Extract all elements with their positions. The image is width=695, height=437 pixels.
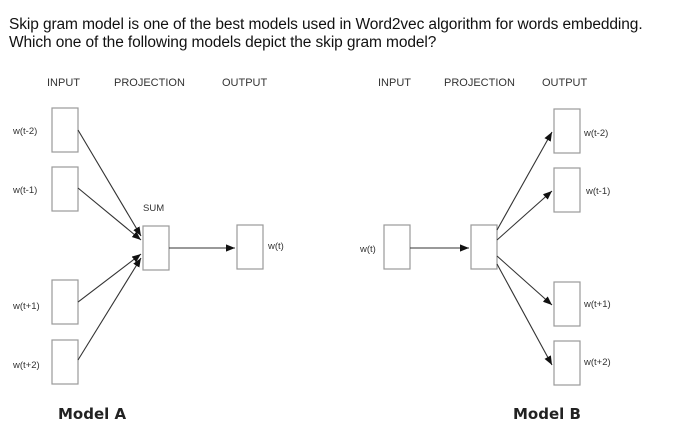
model-a-edge-arrow [77, 253, 142, 303]
model-b-output-label: w(t-1) [585, 186, 610, 197]
model-b-header-input: INPUT [378, 77, 411, 89]
model-b-header-projection: PROJECTION [444, 77, 515, 89]
model-a: INPUT PROJECTION OUTPUT w(t-2) w(t-1) w(… [12, 77, 284, 423]
question-line-2: Which one of the following models depict… [9, 34, 437, 51]
model-a-output-box [236, 224, 264, 270]
model-a-input-box-t-1 [51, 166, 79, 212]
model-b-output-label: w(t-2) [583, 128, 608, 139]
model-b-input-box [383, 224, 411, 270]
model-b-projection-box [470, 224, 498, 270]
question-line-1: Skip gram model is one of the best model… [9, 16, 643, 33]
model-b: INPUT PROJECTION OUTPUT w(t) w(t-2) w(t-… [359, 77, 611, 423]
model-a-input-label: w(t+1) [12, 301, 40, 312]
model-a-input-box-t+2 [51, 339, 79, 385]
model-a-sum-label: SUM [143, 203, 164, 214]
model-b-input-label: w(t) [359, 244, 376, 255]
model-b-edge-arrow [496, 263, 553, 366]
model-b-output-label: w(t+1) [583, 299, 611, 310]
model-b-output-box-t+2 [553, 340, 581, 386]
model-a-header-projection: PROJECTION [114, 77, 185, 89]
model-a-output-label: w(t) [267, 241, 284, 252]
model-b-edge-arrow [496, 255, 553, 306]
model-b-edge-arrow [496, 131, 553, 231]
model-a-edge-arrow [77, 129, 142, 237]
model-b-output-box-t+1 [553, 281, 581, 327]
model-a-header-input: INPUT [47, 77, 80, 89]
model-a-input-label: w(t-2) [12, 126, 37, 137]
model-a-projection-box [142, 225, 170, 271]
model-a-input-box-t-2 [51, 107, 79, 153]
model-b-output-box-t-2 [553, 108, 581, 154]
model-b-output-label: w(t+2) [583, 357, 611, 368]
model-a-input-label: w(t+2) [12, 360, 40, 371]
question-text: Skip gram model is one of the best model… [9, 16, 643, 52]
model-b-edge-arrow [496, 190, 553, 241]
model-a-edge-arrow [77, 187, 142, 241]
model-a-input-label: w(t-1) [12, 185, 37, 196]
model-a-input-box-t+1 [51, 279, 79, 325]
model-a-header-output: OUTPUT [222, 77, 268, 89]
model-a-caption: Model A [58, 405, 127, 423]
model-b-caption: Model B [513, 405, 581, 423]
model-b-output-box-t-1 [553, 167, 581, 213]
model-b-header-output: OUTPUT [542, 77, 588, 89]
model-a-edge-arrow [77, 257, 142, 361]
